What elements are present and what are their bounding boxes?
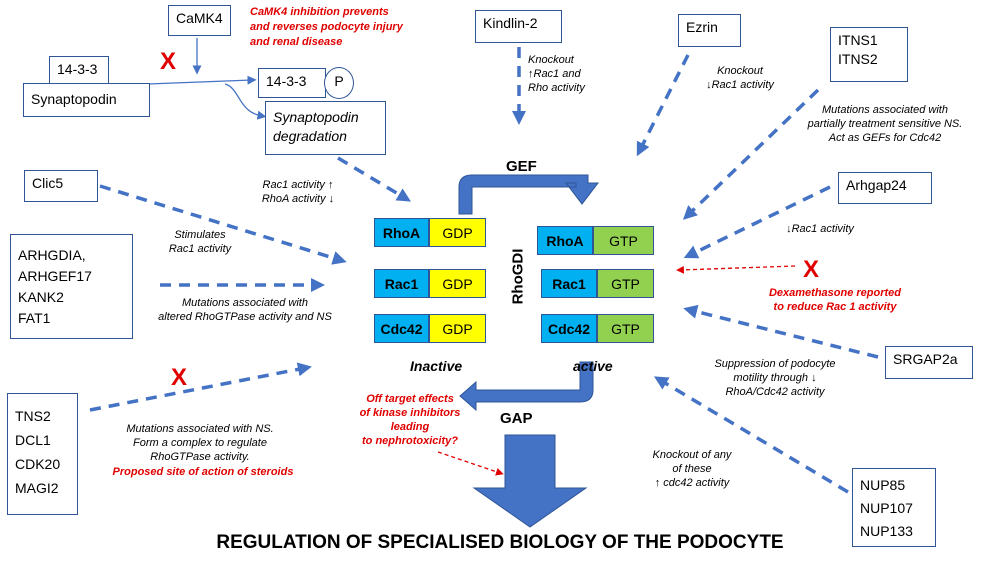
clic5-box: Clic5 xyxy=(24,170,98,202)
fat1-label: FAT1 xyxy=(18,310,51,326)
syn-degradation-line2: degradation xyxy=(273,128,347,144)
syn-degradation-line1: Synaptopodin xyxy=(273,109,359,125)
x-mark-steroids: X xyxy=(171,364,188,391)
big-down-arrow xyxy=(472,434,588,528)
nup85-label: NUP85 xyxy=(860,477,906,493)
cdk20-label: CDK20 xyxy=(15,456,61,472)
nup107-label: NUP107 xyxy=(860,500,913,516)
inactive-rhoa-gdp-cell: GDP xyxy=(429,218,486,247)
nup133-label: NUP133 xyxy=(860,523,913,539)
gap-label: GAP xyxy=(500,410,533,427)
gef-label: GEF xyxy=(506,158,537,175)
kindlin2-box: Kindlin-2 xyxy=(475,10,562,43)
srgap2a-label: SRGAP2a xyxy=(893,351,958,367)
arhgdia-label: ARHGDIA, xyxy=(18,247,86,263)
altered-rhogtpase-note: Mutations associated with altered RhoGTP… xyxy=(158,297,332,323)
syn-degradation-arrow xyxy=(337,156,412,202)
ezrin-box: Ezrin xyxy=(678,14,741,47)
x-mark-dexamethasone: X xyxy=(803,256,820,283)
active-rhoa-cell: RhoA xyxy=(537,226,593,255)
camk4-inhibition-note: CaMK4 inhibition prevents and reverses p… xyxy=(250,6,403,48)
itns-box: ITNS1 ITNS2 xyxy=(830,27,908,82)
active-label: active xyxy=(573,358,613,374)
rac1-rhoa-note: Rac1 activity ↑ RhoA activity ↓ xyxy=(261,179,335,205)
inactive-label: Inactive xyxy=(410,358,463,374)
1433-to-degradation-arrow xyxy=(224,83,267,120)
arhgdia-group-box: ARHGDIA, ARHGEF17 KANK2 FAT1 xyxy=(10,234,133,339)
synaptopodin-box: Synaptopodin xyxy=(23,83,150,117)
srgap2a-arrow xyxy=(683,304,879,359)
active-rac1-gtp-cell: GTP xyxy=(597,269,654,298)
clic5-arrow xyxy=(99,184,347,265)
magi2-label: MAGI2 xyxy=(15,480,59,496)
arhgap24-effect-note: ↓Rac1 activity xyxy=(786,223,854,235)
off-target-arrow xyxy=(437,451,504,476)
inactive-cdc42-cell: Cdc42 xyxy=(374,314,429,343)
camk4-box: CaMK4 xyxy=(168,5,231,36)
itns2-label: ITNS2 xyxy=(838,51,878,67)
active-rac1-cell: Rac1 xyxy=(541,269,597,298)
kank2-label: KANK2 xyxy=(18,289,64,305)
inactive-rhoa-cell: RhoA xyxy=(374,218,429,247)
dcl1-label: DCL1 xyxy=(15,432,51,448)
ezrin-knockout-note: Knockout ↓Rac1 activity xyxy=(706,65,774,91)
stimulates-rac1-note: Stimulates Rac1 activity xyxy=(168,229,232,255)
inactive-rac1-cell: Rac1 xyxy=(374,269,429,298)
ezrin-arrow xyxy=(636,54,690,157)
nup-group-box: NUP85 NUP107 NUP133 xyxy=(852,468,936,547)
x-mark-camk4: X xyxy=(160,48,177,75)
tns2-mutations-note: Mutations associated with NS. Form a com… xyxy=(126,423,274,463)
kindlin2-label: Kindlin-2 xyxy=(483,15,538,31)
active-cdc42-cell: Cdc42 xyxy=(541,314,597,343)
camk4-label: CaMK4 xyxy=(176,10,223,26)
srgap2a-box: SRGAP2a xyxy=(885,346,973,379)
active-cdc42-gtp-cell: GTP xyxy=(597,314,654,343)
itns-mutations-note: Mutations associated with partially trea… xyxy=(807,104,963,144)
arhgap24-box: Arhgap24 xyxy=(838,172,932,204)
1433-to-phospho-arrow xyxy=(147,75,257,85)
gap-arrow xyxy=(459,361,594,412)
tns2-arrow xyxy=(89,362,312,412)
synaptopodin-label: Synaptopodin xyxy=(31,91,117,107)
1433-box: 14-3-3 xyxy=(49,56,109,86)
dexamethasone-note: Dexamethasone reported to reduce Rac 1 a… xyxy=(768,287,902,313)
diagram-title: REGULATION OF SPECIALISED BIOLOGY OF THE… xyxy=(216,532,784,553)
steroids-note: Proposed site of action of steroids xyxy=(112,466,294,478)
itns1-label: ITNS1 xyxy=(838,32,878,48)
tns2-label: TNS2 xyxy=(15,408,51,424)
phospho-p-label: P xyxy=(334,73,344,89)
arhgap24-label: Arhgap24 xyxy=(846,177,907,193)
nup-knockout-note: Knockout of any of these ↑ cdc42 activit… xyxy=(652,449,732,489)
syn-degradation-box: Synaptopodin degradation xyxy=(265,101,386,155)
arhgap24-arrow xyxy=(683,185,831,259)
clic5-label: Clic5 xyxy=(32,175,64,191)
inactive-cdc42-gdp-cell: GDP xyxy=(429,314,486,343)
active-rhoa-gtp-cell: GTP xyxy=(593,226,654,255)
ezrin-label: Ezrin xyxy=(686,19,718,35)
srgap2a-effect-note: Suppression of podocyte motility through… xyxy=(714,358,836,398)
1433-label: 14-3-3 xyxy=(57,61,98,77)
gef-arrow xyxy=(458,174,600,215)
off-target-note: Off target effects of kinase inhibitors … xyxy=(359,393,461,447)
phospho-1433-box: 14-3-3 xyxy=(258,68,326,98)
dexamethasone-arrow xyxy=(676,265,796,274)
phospho-p-circle: P xyxy=(324,67,354,99)
arhgef17-label: ARHGEF17 xyxy=(18,268,92,284)
rhogdi-label: RhoGDI xyxy=(509,248,527,305)
tns2-group-box: TNS2 DCL1 CDK20 MAGI2 xyxy=(7,393,78,515)
inactive-rac1-gdp-cell: GDP xyxy=(429,269,486,298)
phospho-1433-label: 14-3-3 xyxy=(266,73,307,89)
kindlin-knockout-note: Knockout ↑Rac1 and Rho activity xyxy=(528,54,585,94)
